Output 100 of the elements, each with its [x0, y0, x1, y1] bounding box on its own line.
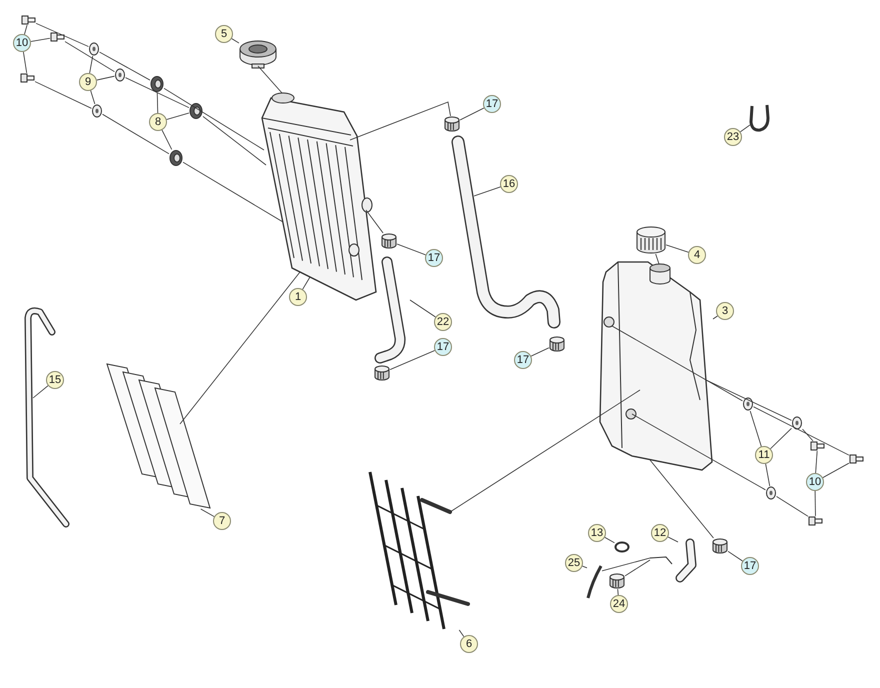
bolt-drawing: [20, 74, 34, 82]
leader-line: [458, 630, 464, 638]
callout-number: 24: [610, 595, 628, 613]
leader-line: [302, 276, 310, 290]
callout-number: 3: [716, 302, 734, 320]
leader-line: [712, 316, 718, 320]
callout-number: 25: [565, 554, 583, 572]
leader-line: [231, 38, 240, 44]
callout-number: 17: [434, 338, 452, 356]
leader-line: [750, 410, 762, 447]
grommet-drawing: [150, 76, 164, 92]
alignment-line: [36, 22, 89, 47]
leader-line: [822, 462, 850, 478]
callout-number: 5: [215, 25, 233, 43]
leader-line: [582, 566, 588, 568]
washer-drawing: [89, 42, 99, 56]
hose-clamp-drawing: [550, 336, 564, 352]
leader-line: [23, 52, 28, 74]
leader-line: [530, 347, 550, 357]
leader-line: [156, 92, 158, 114]
pipe-drawing: [24, 307, 70, 528]
bolt-drawing: [808, 516, 822, 526]
hose-clamp-drawing: [382, 234, 396, 248]
grommet-drawing: [170, 150, 182, 166]
tank-cap-drawing: [636, 226, 666, 254]
alignment-line: [258, 66, 282, 94]
alignment-line: [706, 380, 792, 421]
callout-number: 4: [688, 246, 706, 264]
leader-line: [765, 463, 770, 486]
leader-line: [166, 112, 190, 120]
alignment-line: [350, 101, 451, 140]
hose-drawing: [374, 256, 406, 364]
leader-line: [30, 38, 50, 42]
expansion-tank-drawing: [599, 261, 713, 471]
alignment-line: [602, 558, 650, 572]
radiator-grille-drawing: [368, 472, 470, 630]
hose-clamp-drawing: [712, 538, 728, 554]
leader-line: [24, 24, 28, 35]
alignment-line: [753, 406, 850, 456]
bolt-drawing: [22, 16, 36, 24]
alignment-line: [164, 88, 264, 150]
leader-line: [740, 124, 750, 132]
leader-line: [90, 90, 96, 104]
callout-number: 10: [13, 34, 31, 52]
o-ring-drawing: [614, 542, 630, 552]
alignment-line: [182, 162, 284, 222]
callout-number: 10: [806, 473, 824, 491]
washer-drawing: [743, 398, 753, 410]
washer-drawing: [792, 416, 802, 430]
hose-clamp-drawing: [610, 574, 624, 588]
alignment-line: [655, 254, 660, 264]
elbow-fitting-drawing: [650, 538, 696, 582]
leader-line: [32, 385, 48, 398]
alignment-line: [612, 326, 743, 402]
leader-line: [668, 536, 678, 542]
leader-line: [162, 130, 172, 150]
callout-number: 1: [289, 288, 307, 306]
bolt-drawing: [50, 32, 64, 42]
callout-number: 13: [588, 524, 606, 542]
bolt-drawing: [850, 454, 864, 464]
alignment-line: [450, 390, 640, 512]
alignment-line: [180, 272, 300, 424]
alignment-line: [624, 560, 650, 576]
leader-line: [728, 550, 743, 562]
radiator-cap-drawing: [240, 40, 276, 68]
leader-line: [396, 244, 426, 256]
leader-line: [200, 508, 215, 517]
callout-number: 17: [741, 557, 759, 575]
clip-drawing: [750, 104, 770, 132]
alignment-line: [202, 116, 266, 166]
callout-number: 22: [434, 313, 452, 331]
callout-number: 12: [651, 524, 669, 542]
leader-line: [410, 300, 436, 318]
alignment-line: [34, 81, 92, 109]
leader-line: [89, 56, 94, 74]
callout-number: 17: [425, 249, 443, 267]
callout-number: 17: [483, 95, 501, 113]
tube-drawing: [586, 565, 602, 598]
leader-line: [666, 244, 689, 253]
alignment-line: [776, 496, 808, 517]
alignment-line: [125, 77, 190, 108]
callout-number: 23: [724, 128, 742, 146]
radiator-guard-drawing: [106, 363, 211, 509]
callout-number: 11: [755, 446, 773, 464]
washer-drawing: [92, 104, 102, 118]
leader-line: [814, 490, 816, 516]
alignment-line: [102, 114, 170, 154]
callout-number: 6: [460, 635, 478, 653]
hose-clamp-drawing: [374, 366, 390, 380]
leader-line: [96, 76, 115, 80]
hose-drawing: [452, 136, 560, 328]
callout-number: 7: [213, 512, 231, 530]
alignment-line: [802, 428, 814, 442]
bolt-drawing: [810, 442, 824, 450]
washer-drawing: [766, 486, 776, 500]
washer-drawing: [115, 68, 125, 82]
leader-line: [604, 537, 615, 544]
leader-line: [474, 186, 501, 196]
leader-line: [815, 450, 818, 474]
leader-line: [390, 350, 436, 370]
